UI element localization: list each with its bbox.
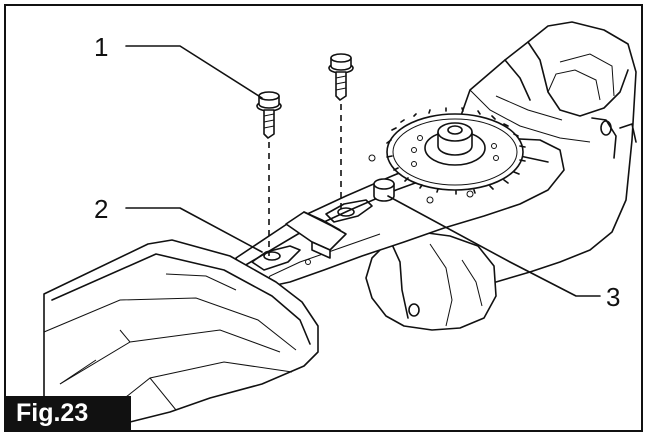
leader-line-1 (125, 45, 263, 99)
leader-line-2 (125, 207, 263, 253)
leader-line-3 (387, 195, 601, 297)
figure-label: Fig.23 (6, 396, 131, 430)
callout-3: 3 (606, 282, 620, 312)
callout-2: 2 (94, 194, 108, 224)
gear (386, 107, 526, 195)
slider-block (285, 211, 347, 259)
screw-1-right (328, 53, 354, 101)
screw-1-left (256, 91, 282, 139)
callout-1: 1 (94, 32, 108, 62)
